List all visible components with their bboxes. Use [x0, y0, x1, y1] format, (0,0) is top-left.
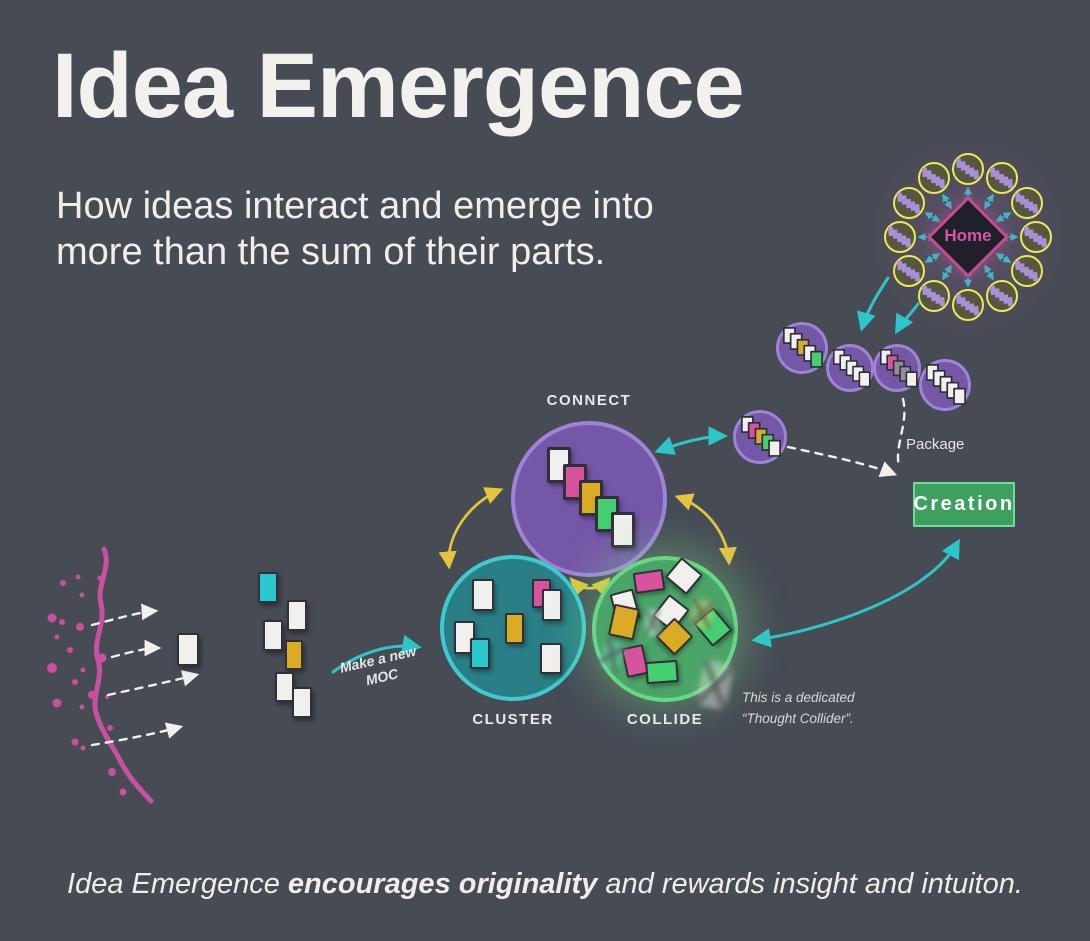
- home-satellite: [918, 162, 950, 194]
- idea-dots-scatter: [47, 574, 127, 796]
- note-pink: [632, 569, 666, 594]
- loose-note: [292, 687, 312, 718]
- loose-note: [258, 572, 278, 603]
- linked-notes-icon: [895, 189, 923, 217]
- linked-notes-icon: [1022, 223, 1050, 251]
- home-satellite: [893, 255, 925, 287]
- mini-note: [768, 439, 781, 457]
- note-white: [454, 621, 475, 654]
- arrow-cluster-connect: [438, 487, 504, 570]
- home-satellite: [1011, 187, 1043, 219]
- mini-note: [905, 371, 918, 388]
- creation-button[interactable]: Creation: [913, 482, 1015, 527]
- dashed-package-arrows: [786, 397, 906, 478]
- note-white: [611, 512, 635, 548]
- footer-lead: Idea Emergence: [67, 868, 288, 900]
- captured-note: [177, 633, 199, 666]
- linked-notes-icon: [988, 282, 1016, 310]
- arrow-cluster-collide: [569, 577, 611, 597]
- linked-notes-icon: [954, 155, 982, 183]
- make-moc-annotation: Make a new MOC: [338, 642, 418, 689]
- connect-circle: [511, 421, 667, 577]
- note-white: [472, 579, 494, 611]
- note-yellow: [607, 603, 641, 641]
- mini-note: [953, 387, 966, 405]
- linked-notes-icon: [920, 164, 948, 192]
- linked-notes-icon: [1013, 257, 1041, 285]
- page-subtitle: How ideas interact and emerge into more …: [56, 185, 654, 274]
- home-satellite: [918, 280, 950, 312]
- moc-chain-circle: [776, 322, 828, 374]
- home-satellite: [952, 289, 984, 321]
- footer-bold: encourages originality: [287, 868, 598, 900]
- note-green: [645, 659, 679, 685]
- cluster-circle: [440, 555, 586, 701]
- home-satellite: [884, 221, 916, 253]
- home-label: Home: [944, 226, 992, 245]
- home-satellite: [986, 162, 1018, 194]
- note-cyan: [470, 638, 490, 669]
- page-title: Idea Emergence: [52, 35, 745, 137]
- wavy-capture-line: [92, 546, 154, 804]
- note-white: [664, 557, 704, 595]
- linked-notes-icon: [886, 223, 914, 251]
- ghost-colliding-note: [645, 609, 660, 636]
- cluster-label: CLUSTER: [472, 711, 554, 728]
- arrow-connect-to-note: [654, 426, 728, 455]
- arrow-connect-collide: [674, 493, 737, 566]
- loose-note: [285, 640, 303, 670]
- linked-notes-icon: [988, 164, 1016, 192]
- home-satellite: [1020, 221, 1052, 253]
- linked-notes-icon: [920, 282, 948, 310]
- dashed-idea-arrows: [90, 603, 200, 747]
- arrow-collide-creation: [751, 538, 960, 648]
- home-satellite: [1011, 255, 1043, 287]
- linked-notes-icon: [895, 257, 923, 285]
- mini-note: [810, 350, 823, 368]
- home-satellite: [952, 153, 984, 185]
- thought-collider-annotation: This is a dedicated “Thought Collider”.: [742, 690, 855, 726]
- loose-note: [287, 600, 307, 631]
- note-white: [542, 589, 562, 621]
- collide-label: COLLIDE: [626, 711, 704, 728]
- linked-notes-icon: [954, 291, 982, 319]
- loose-note: [263, 620, 283, 651]
- moc-chain-circle: [919, 359, 971, 411]
- note-white: [540, 643, 562, 674]
- linked-note-circle: [733, 410, 787, 464]
- moc-chain-circle: [873, 344, 921, 392]
- package-annotation: Package: [906, 436, 965, 453]
- moc-chain-circle: [826, 344, 874, 392]
- home-satellite: [893, 187, 925, 219]
- home-satellite: [986, 280, 1018, 312]
- footer-tagline: Idea Emergence encourages originality an…: [0, 868, 1090, 901]
- note-yellow: [505, 613, 524, 644]
- mini-note: [858, 371, 871, 388]
- footer-rest: and rewards insight and intuiton.: [597, 868, 1023, 900]
- linked-notes-icon: [1013, 189, 1041, 217]
- ghost-colliding-note: [595, 636, 629, 674]
- connect-label: CONNECT: [546, 392, 632, 409]
